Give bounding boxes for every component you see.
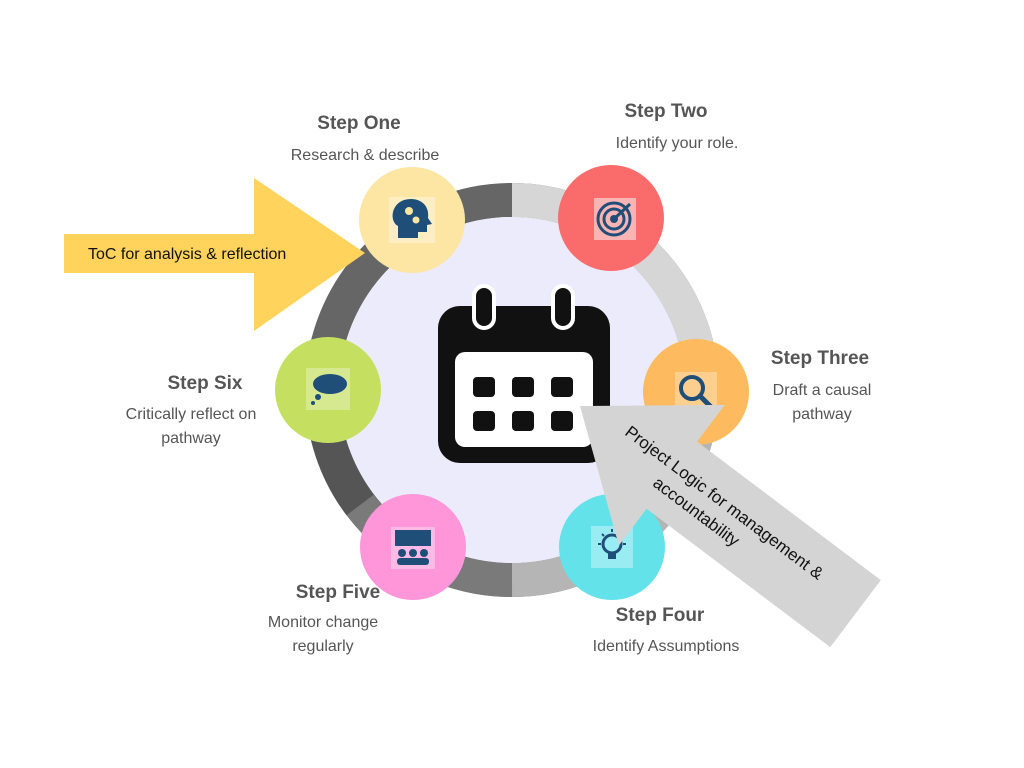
target-icon xyxy=(594,198,636,240)
step-four-title: Step Four xyxy=(615,605,705,626)
step-five-description: Monitor change regularly xyxy=(267,614,379,655)
step-three-title: Step Three xyxy=(770,348,870,369)
step-six-description: Critically reflect on pathway xyxy=(125,406,257,447)
step-two-description: Identify your role. xyxy=(615,135,739,152)
presentation-icon xyxy=(391,527,435,569)
step-three-description: Draft a causal pathway xyxy=(772,382,872,423)
step-five-node xyxy=(360,494,466,600)
calendar-icon xyxy=(438,284,610,463)
step-six-node xyxy=(275,337,381,443)
toc-arrow-label: ToC for analysis & reflection xyxy=(88,246,286,263)
step-two-title: Step Two xyxy=(624,101,708,122)
step-two-node xyxy=(558,165,664,271)
step-one-title: Step One xyxy=(317,113,401,134)
head-gears-icon xyxy=(389,197,435,243)
toc-arrow: ToC for analysis & reflection xyxy=(64,178,365,331)
step-six-title: Step Six xyxy=(167,373,243,394)
step-four-description: Identify Assumptions xyxy=(592,638,740,655)
step-one-node xyxy=(359,167,465,273)
thought-bubble-icon xyxy=(306,368,350,410)
step-one-description: Research & describe xyxy=(290,147,440,164)
step-five-title: Step Five xyxy=(295,582,381,603)
